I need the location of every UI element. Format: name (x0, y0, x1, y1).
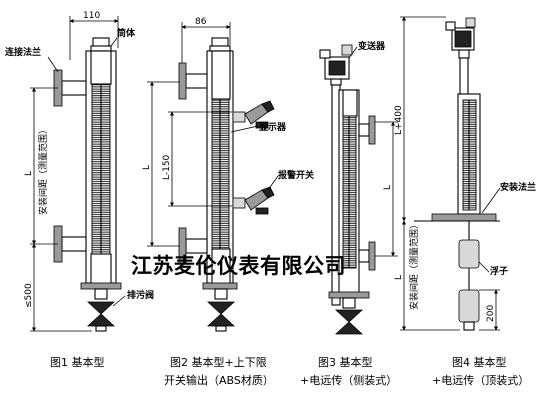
fig2-caption-line1: 图2 基本型+上下限 (170, 355, 267, 369)
fig1-drain-valve-lower (86, 313, 116, 327)
fig4-lower-float (458, 289, 480, 323)
fig2-bottom-flange (202, 282, 238, 290)
fig2-upper-pipe (185, 73, 208, 89)
fig2-alarm-leader (267, 175, 279, 191)
fig4-mount-flange (431, 213, 497, 222)
figure-2: 86 (142, 17, 314, 332)
company-watermark: 江苏麦伦仪表有限公司 (131, 253, 346, 278)
fig1-upper-chamber (90, 50, 112, 85)
fig3-upper-pipe (358, 123, 370, 137)
fig4-float-label: 200 (486, 305, 496, 322)
fig2-indicator-label: 显示器 (259, 122, 287, 133)
fig4-caption-line2: +电远传（顶装式） (432, 374, 529, 387)
fig1-height-note: 安装间距（测量范围） (37, 125, 49, 215)
fig1-drain-outlet (95, 325, 107, 332)
fig2-drain-valve-upper (206, 301, 236, 315)
figure-3: L 变送器 (319, 40, 398, 335)
fig2-top-cap (211, 37, 229, 47)
fig3-transmitter-label: 变送器 (358, 40, 386, 52)
fig3-drain-valve-upper (334, 309, 364, 323)
fig1-bottom-flange (80, 282, 122, 290)
fig4-transmitter (445, 17, 476, 59)
fig1-width-label: 110 (83, 11, 100, 21)
fig4-mount-leader (481, 187, 501, 214)
fig2-height-label: L (142, 165, 152, 170)
fig4-caption-line1: 图4 基本型 (452, 355, 507, 369)
fig1-flange-label: 连接法兰 (5, 46, 41, 58)
fig3-lower-flange (368, 241, 376, 271)
fig1-height-label: L (24, 171, 34, 176)
fig3-drain-stem (342, 297, 356, 309)
fig2-drain-valve-lower (206, 313, 236, 327)
fig4-mount-label: 安装法兰 (500, 181, 536, 193)
figure-1: 110 L 安装间距（测量范围） ≤500 连接法兰 (5, 11, 154, 332)
fig2-drain-stem (214, 288, 228, 300)
fig3-height-label: L (383, 185, 393, 190)
fig1-top-nut (90, 45, 112, 52)
fig1-cylinder-label: 筒体 (117, 27, 136, 39)
fig2-inner-label: L-150 (162, 154, 172, 180)
fig4-float-label-text: 浮子 (490, 265, 508, 277)
fig4-float-leader (478, 261, 490, 273)
fig1-lower-pipe (61, 236, 87, 252)
fig1-drain-leader (112, 295, 126, 307)
fig2-lower-pipe (185, 238, 208, 254)
fig2-width-label: 86 (195, 17, 207, 27)
fig3-transmitter (319, 44, 353, 86)
fig4-upper-float (458, 239, 480, 269)
fig2-drain-outlet (215, 325, 227, 332)
figure-4: L+400 L 安装间距（测量范围） 200 安装法兰 浮子 (394, 16, 536, 331)
fig4-stem (459, 57, 469, 95)
fig3-bottom-flange (328, 291, 370, 299)
fig3-upper-flange (368, 115, 376, 145)
fig2-alarm-label: 报警开关 (278, 169, 314, 181)
fig3-upper-chamber (342, 89, 358, 117)
fig4-float-stop (463, 321, 475, 331)
fig2-indicator-leader (230, 125, 259, 133)
fig3-transmitter-leader (348, 46, 358, 59)
fig1-bottom-label: ≤500 (24, 283, 34, 308)
fig1-drain-label: 排污阀 (127, 289, 154, 301)
fig1-cylinder-leader (110, 37, 118, 47)
fig1-caption: 图1 基本型 (50, 355, 105, 369)
fig4-top-label: L+400 (394, 105, 404, 135)
fig1-lower-chamber (90, 253, 112, 285)
fig3-drain-valve-lower (334, 321, 364, 335)
fig3-caption-line2: +电远传（侧装式） (300, 374, 397, 387)
fig2-upper-switch (232, 100, 275, 129)
fig1-drain-valve-upper (86, 301, 116, 315)
fig3-caption-line1: 图3 基本型 (318, 355, 373, 369)
fig2-top-nut (209, 45, 231, 52)
fig1-flange-leader (47, 56, 59, 73)
fig2-upper-chamber (211, 50, 231, 100)
fig4-height-label: L (394, 275, 404, 280)
fig2-upper-flange (178, 62, 187, 100)
fig2-lower-switch (232, 186, 275, 215)
fig1-upper-pipe (61, 80, 87, 96)
fig4-height-note: 安装间距（测量范围） (408, 220, 420, 310)
fig2-caption-line2: 开关输出（ABS材质） (164, 373, 274, 387)
fig1-drain-stem (94, 288, 108, 300)
fig3-lower-pipe (358, 249, 370, 263)
